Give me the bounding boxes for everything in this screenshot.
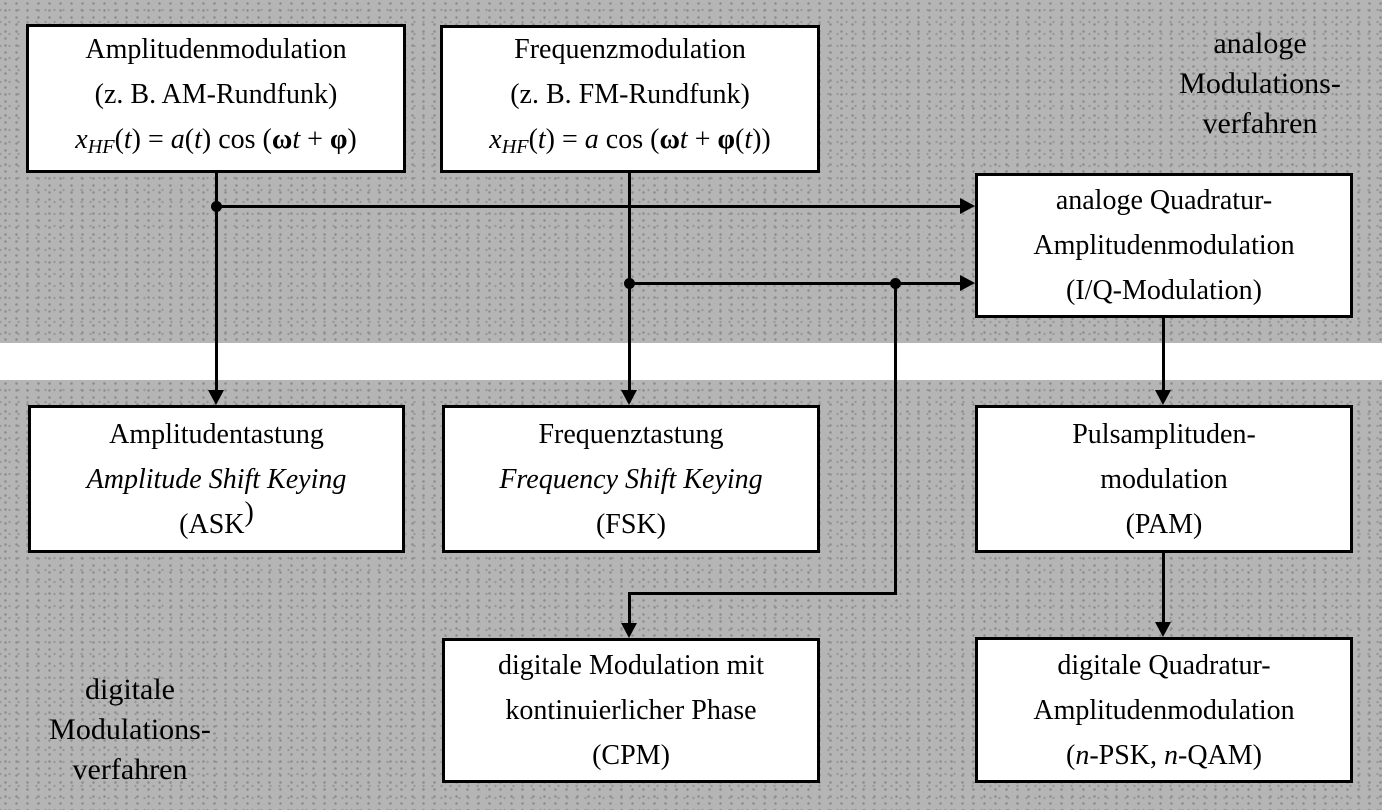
connector-branch-down [894,283,897,595]
node-cpm-abbr: (CPM) [592,740,670,771]
node-am-formula: xHF(t) = a(t) cos (ωt + φ) [75,123,357,159]
node-frequenzmodulation: Frequenzmodulation (z. B. FM-Rundfunk) x… [440,25,820,173]
arrowhead-am-to-ask [208,390,224,405]
node-pulsamplitudenmodulation: Pulsamplituden- modulation (PAM) [975,405,1353,553]
node-amplitudentastung: Amplitudentastung Amplitude Shift Keying… [28,405,405,553]
node-digitale-qam: digitale Quadratur- Amplitudenmodulation… [975,637,1353,783]
label-digitale-modulationsverfahren: digitale Modulations- verfahren [25,670,235,790]
node-ask-english: Amplitude Shift Keying [86,463,347,495]
node-am-subtitle: (z. B. AM-Rundfunk) [94,78,338,110]
node-am-title: Amplitudenmodulation [85,33,347,65]
node-pam-line1: Pulsamplituden- [1072,418,1256,450]
label-analog-line3: verfahren [1202,107,1318,140]
node-ask-abbr: (ASK) [179,497,254,540]
node-frequenztastung: Frequenztastung Frequency Shift Keying (… [442,405,820,553]
node-fm-subtitle: (z. B. FM-Rundfunk) [510,79,750,111]
node-aqam-line3: (I/Q-Modulation) [1066,275,1262,306]
label-analoge-modulationsverfahren: analoge Modulations- verfahren [1130,24,1382,144]
label-digital-line1: digitale [85,673,175,706]
node-pam-line2: modulation [1100,463,1228,495]
node-cpm: digitale Modulation mit kontinuierlicher… [442,638,820,783]
node-dqam-line1: digitale Quadratur- [1057,649,1271,681]
arrowhead-to-cpm [621,623,637,638]
label-analog-line2: Modulations- [1179,67,1341,100]
connector-branch-to-cpm [628,592,631,623]
connector-fm-to-aqam [628,282,961,285]
node-cpm-line2: kontinuierlicher Phase [505,695,757,726]
label-digital-line3: verfahren [72,753,188,786]
node-dqam-line2: Amplitudenmodulation [1033,694,1295,726]
arrowhead-aqam-to-pam [1155,390,1171,405]
connector-am-down [215,173,218,392]
node-pam-abbr: (PAM) [1125,508,1203,540]
node-fsk-abbr: (FSK) [595,508,666,540]
arrowhead-pam-to-dqam [1155,622,1171,637]
node-cpm-line1: digitale Modulation mit [498,650,764,681]
separator-band [0,343,1382,380]
connector-am-to-aqam [215,205,961,208]
node-aqam-line1: analoge Quadratur- [1055,185,1273,216]
label-digital-line2: Modulations- [49,713,211,746]
connector-branch-left [628,592,897,595]
node-dqam-abbr: (n-PSK, n-QAM) [1065,739,1263,771]
label-analog-line1: analoge [1213,27,1307,60]
arrowhead-am-to-aqam [960,198,975,214]
node-fm-formula: xHF(t) = a cos (ωt + φ(t)) [489,124,771,159]
node-fm-title: Frequenzmodulation [514,34,746,66]
connector-aqam-to-pam [1162,318,1165,390]
node-ask-title: Amplitudentastung [109,418,324,450]
arrowhead-fm-to-fsk [621,390,637,405]
node-amplitudenmodulation: Amplitudenmodulation (z. B. AM-Rundfunk)… [26,24,406,173]
node-analoge-qam: analoge Quadratur- Amplitudenmodulation … [975,173,1353,318]
node-aqam-line2: Amplitudenmodulation [1033,230,1295,261]
connector-pam-to-dqam [1162,553,1165,622]
node-fsk-english: Frequency Shift Keying [499,463,763,495]
node-fsk-title: Frequenztastung [538,418,724,450]
arrowhead-fm-to-aqam [960,275,975,291]
